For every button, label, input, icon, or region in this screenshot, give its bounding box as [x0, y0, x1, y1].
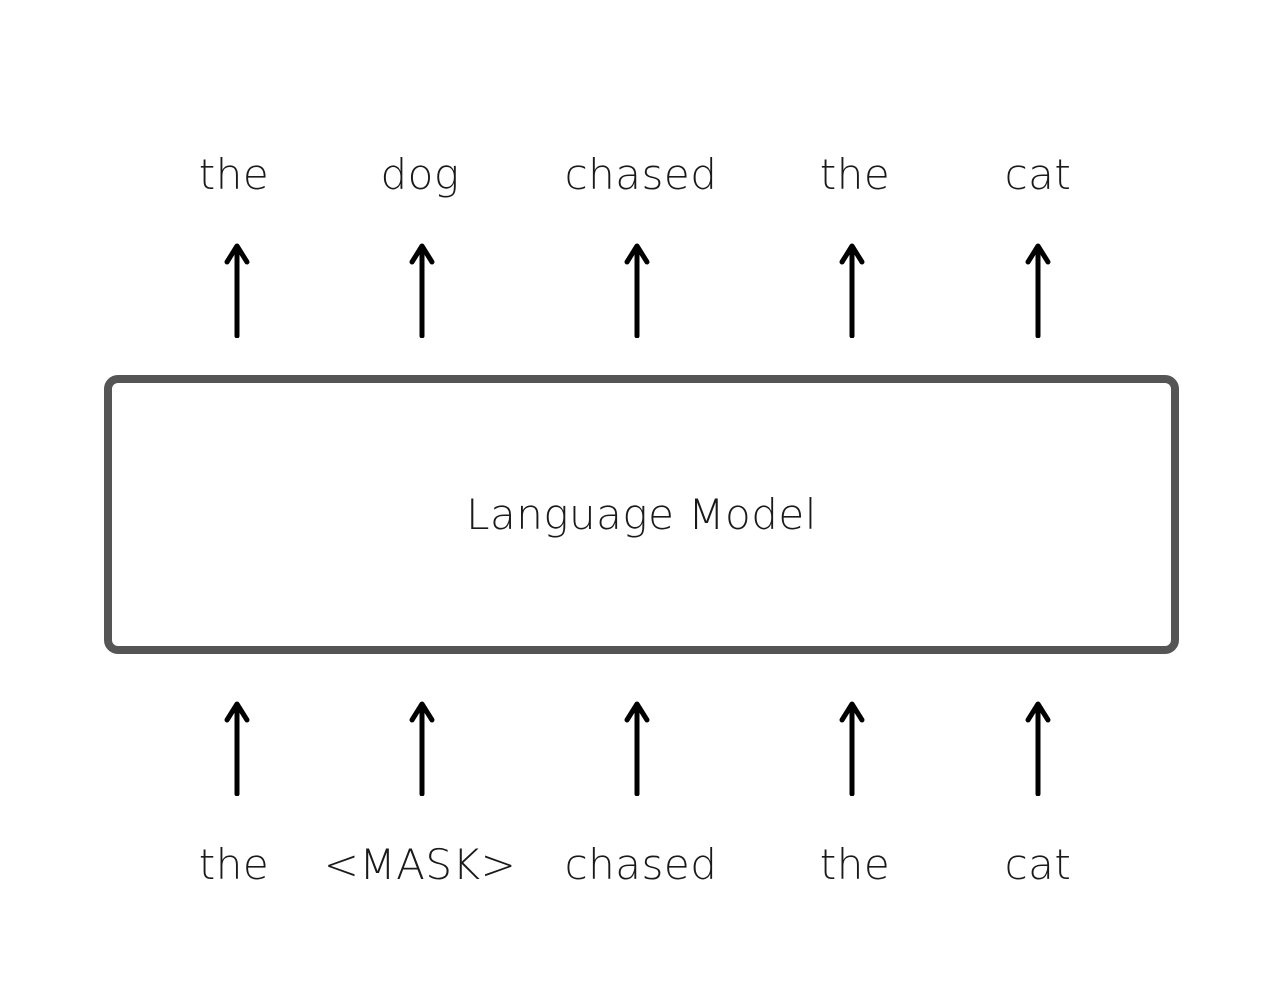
output-token-3: chased	[564, 150, 718, 199]
input-token-3: chased	[564, 840, 718, 889]
input-token-1: the	[198, 840, 270, 889]
up-arrow-icon	[1023, 700, 1053, 796]
up-arrow-icon	[837, 242, 867, 338]
input-token-4: the	[819, 840, 891, 889]
up-arrow-icon	[407, 700, 437, 796]
up-arrow-icon	[622, 242, 652, 338]
language-model-label: Language Model	[466, 490, 817, 539]
output-token-4: the	[819, 150, 891, 199]
up-arrow-icon	[837, 700, 867, 796]
up-arrow-icon	[222, 242, 252, 338]
output-token-5: cat	[1004, 150, 1072, 199]
up-arrow-icon	[1023, 242, 1053, 338]
up-arrow-icon	[622, 700, 652, 796]
language-model-box: Language Model	[104, 375, 1179, 654]
input-token-mask: <MASK>	[323, 840, 517, 889]
output-token-1: the	[198, 150, 270, 199]
output-token-2: dog	[380, 150, 460, 199]
up-arrow-icon	[407, 242, 437, 338]
up-arrow-icon	[222, 700, 252, 796]
input-token-5: cat	[1004, 840, 1072, 889]
